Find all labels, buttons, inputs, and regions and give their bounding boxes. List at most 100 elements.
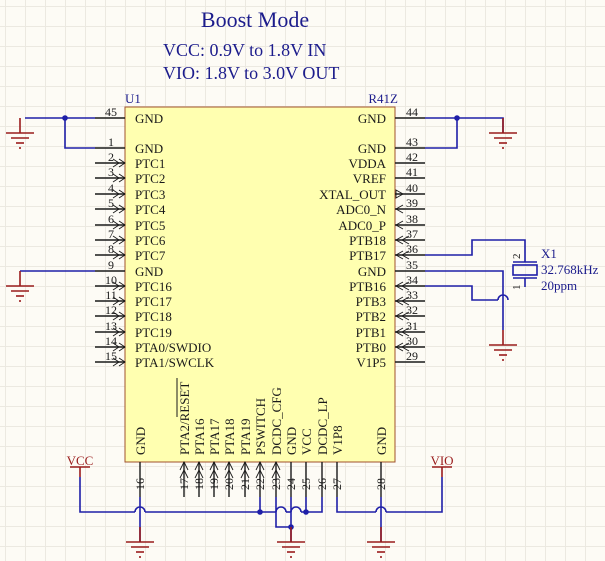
wire-vcc[interactable]: [79, 477, 135, 513]
wire-ptb17-xtal[interactable]: [425, 239, 526, 256]
wire-vio[interactable]: [336, 497, 376, 513]
pin-1[interactable]: 1 GND: [95, 135, 163, 156]
input-arrow-icon: [395, 220, 404, 230]
wire-gnd-44[interactable]: [425, 117, 504, 133]
note-vcc-range: VCC: 0.9V to 1.8V IN: [163, 40, 326, 60]
pin-name: VDDA: [348, 156, 386, 171]
crystal-x1[interactable]: 2 1 X1 32.768kHz 20ppm: [511, 246, 599, 293]
pin-name: ADC0_P: [338, 218, 386, 233]
crystal-pin-2: 2: [511, 254, 523, 260]
pin-name: PTC4: [135, 202, 166, 217]
vio-label: VIO: [430, 453, 453, 468]
wire-vio[interactable]: [386, 477, 443, 513]
pin-name: PTB2: [356, 309, 386, 324]
bidirectional-arrow-icon: [395, 311, 410, 321]
output-arrow-icon: [395, 189, 404, 199]
pin-name: DCDC_LP: [315, 397, 330, 455]
wire-gnd-43[interactable]: [425, 118, 458, 149]
pin-name: V1P8: [330, 425, 345, 455]
wire-vcc[interactable]: [301, 497, 323, 513]
pin-name: PTA19: [238, 418, 253, 455]
bidirectional-arrow-icon: [112, 235, 126, 245]
ground-icon: [277, 527, 305, 558]
pin-number: 1: [108, 135, 114, 149]
wire-crossover: [290, 506, 302, 513]
crystal-tolerance: 20ppm: [541, 278, 577, 293]
note-vio-range: VIO: 1.8V to 3.0V OUT: [163, 63, 339, 83]
pin-number: 36: [406, 242, 418, 256]
wire-gnd-1[interactable]: [64, 118, 95, 149]
bidirectional-arrow-icon: [179, 460, 189, 479]
bidirectional-arrow-icon: [112, 204, 126, 214]
pin-number: 7: [108, 227, 114, 241]
pin-number: 43: [406, 135, 418, 149]
bidirectional-arrow-icon: [112, 220, 126, 230]
pin-name: PTA17: [207, 418, 222, 455]
ground-icon: [126, 527, 154, 558]
bidirectional-arrow-icon: [395, 235, 410, 245]
power-port-vio[interactable]: VIO: [430, 453, 454, 477]
power-port-vcc[interactable]: VCC: [67, 453, 94, 477]
pin-number: 33: [406, 288, 418, 302]
bidirectional-arrow-icon: [112, 189, 126, 199]
crystal-body-icon: [512, 264, 538, 276]
wire-ptb16-xtal[interactable]: [425, 285, 498, 301]
chip-body[interactable]: [124, 106, 396, 463]
wire-gnd-35[interactable]: [425, 270, 504, 330]
pin-name: GND: [374, 427, 389, 455]
pin-number: 18: [192, 478, 206, 490]
wire-pin24[interactable]: [275, 497, 291, 528]
bidirectional-arrow-icon: [395, 327, 410, 337]
pin-name: GND: [135, 141, 163, 156]
pin-number: 13: [105, 319, 117, 333]
pin-name: GND: [135, 111, 163, 126]
pin-name: GND: [358, 264, 386, 279]
bidirectional-arrow-icon: [240, 460, 250, 479]
